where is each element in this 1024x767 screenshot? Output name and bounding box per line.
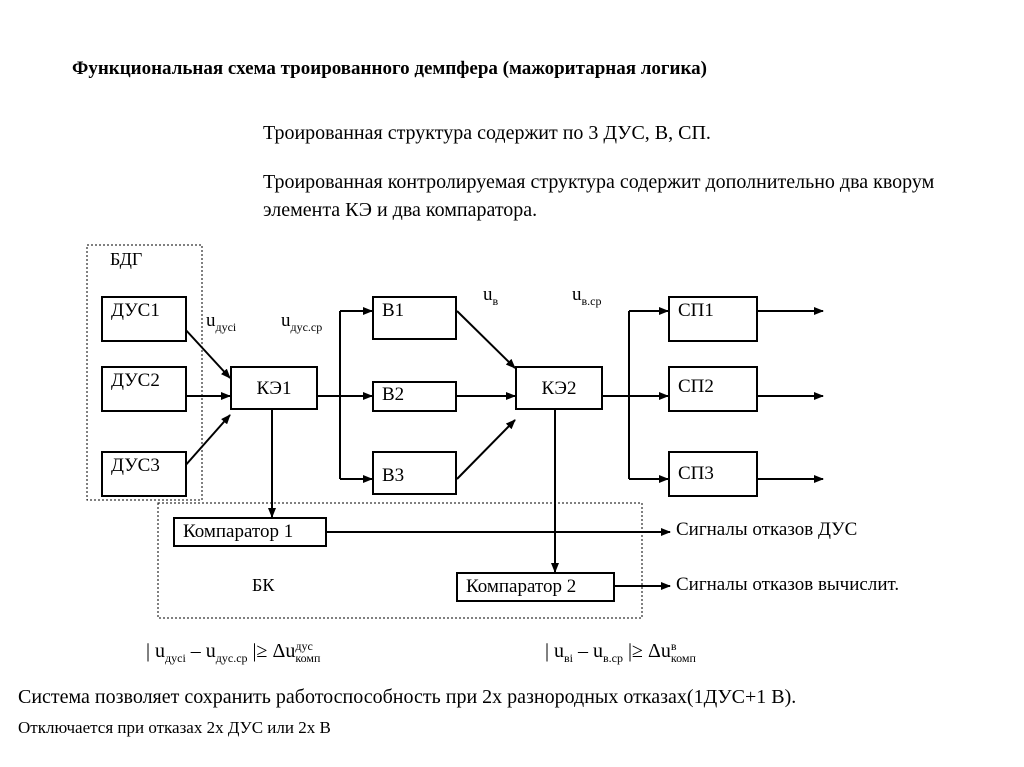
v1-block: В1 [372,296,457,340]
conclusion-line-1: Система позволяет сохранить работоспособ… [18,686,797,708]
signal-u-dusi: uдусi [206,310,237,334]
dus1-block: ДУС1 [101,296,187,342]
output-fail-computers: Сигналы отказов вычислит. [676,574,900,595]
bdg-group-label: БДГ [110,249,143,269]
ke2-block: КЭ2 [515,366,603,410]
sp3-block: СП3 [668,451,758,497]
output-fail-dus: Сигналы отказов ДУС [676,519,858,540]
signal-u-v: uв [483,284,499,308]
v2-block: В2 [372,381,457,412]
conclusion-line-2: Отключается при отказах 2х ДУС или 2х В [18,718,331,737]
comparator-1-block: Компаратор 1 [173,517,327,547]
dus2-block: ДУС2 [101,366,187,412]
page-title: Функциональная схема троированного демпф… [72,58,707,79]
description-controlled-structure: Троированная контролируемая структура со… [263,171,935,221]
bk-frame [157,502,643,619]
v3-block: В3 [372,451,457,495]
signal-u-v-sr: uв.ср [572,284,602,308]
bdg-frame [86,244,203,501]
comparator-2-block: Компаратор 2 [456,572,615,602]
dus3-block: ДУС3 [101,451,187,497]
signal-u-dus-sr: uдус.ср [281,310,323,334]
description-triple-structure: Троированная структура содержит по 3 ДУС… [263,122,711,144]
bk-group-label: БК [252,575,275,595]
sp2-block: СП2 [668,366,758,412]
sp1-block: СП1 [668,296,758,342]
ke1-block: КЭ1 [230,366,318,410]
